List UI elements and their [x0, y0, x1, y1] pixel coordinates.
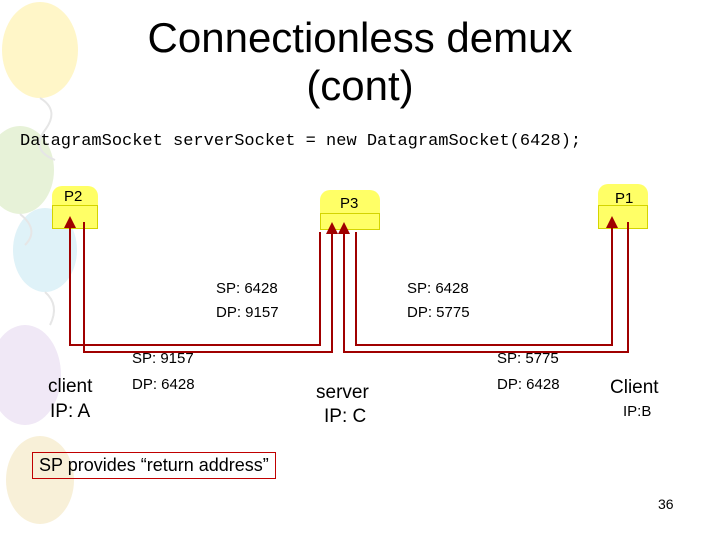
return-address-note: SP provides “return address” [32, 452, 276, 479]
segment-server-to-a-dp: DP: 9157 [216, 304, 279, 321]
balloon-decoration [2, 2, 78, 98]
segment-a-to-server-sp: SP: 9157 [132, 350, 194, 367]
socket-p1 [598, 184, 648, 206]
host-client-b-name: Client [610, 377, 659, 398]
segment-server-to-b-dp: DP: 5775 [407, 304, 470, 321]
balloon-string [19, 213, 33, 246]
segment-server-to-a-sp: SP: 6428 [216, 280, 278, 297]
socket-p2 [52, 186, 98, 206]
socket-p3-label: P3 [340, 195, 359, 212]
path-server-to-client-a [64, 216, 321, 346]
path-client-a-to-server [83, 222, 338, 353]
path-server-to-client-b [355, 216, 618, 346]
page-number: 36 [658, 496, 674, 512]
segment-a-to-server-dp: DP: 6428 [132, 376, 195, 393]
balloon-decoration [13, 208, 77, 292]
balloon-decoration [0, 325, 61, 425]
socket-p2-body [52, 205, 98, 229]
path-client-b-to-server [338, 222, 629, 353]
host-server-ip: IP: C [324, 406, 367, 427]
socket-p3 [320, 190, 380, 214]
balloon-decoration [6, 436, 74, 524]
host-client-a-name: client [48, 376, 93, 397]
host-client-a-ip: IP: A [50, 401, 91, 422]
socket-p1-label: P1 [615, 190, 634, 207]
balloon-string [38, 97, 56, 161]
segment-server-to-b-sp: SP: 6428 [407, 280, 469, 297]
code-line: DatagramSocket serverSocket = new Datagr… [20, 132, 582, 151]
host-client-b-ip: IP:B [623, 403, 652, 420]
segment-b-to-server-sp: SP: 5775 [497, 350, 559, 367]
slide-title-line2: (cont) [306, 62, 414, 109]
host-server-name: server [316, 382, 369, 403]
balloon-string [44, 291, 55, 326]
slide-title-line1: Connectionless demux [147, 14, 573, 61]
socket-p2-label: P2 [64, 188, 83, 205]
segment-b-to-server-dp: DP: 6428 [497, 376, 560, 393]
